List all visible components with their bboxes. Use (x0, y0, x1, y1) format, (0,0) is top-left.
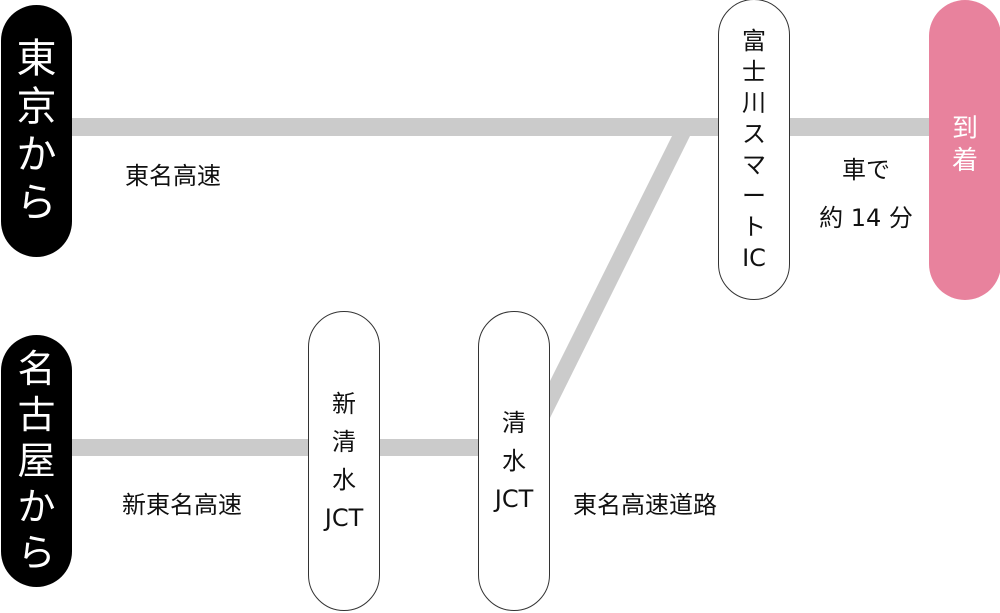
node-fujikawa-smart-ic-label: 富 士 川 ス マ ー ト IC (742, 26, 766, 272)
destination-label: 到 着 (951, 114, 978, 176)
node-shimizu-jct: 清 水 JCT (478, 311, 550, 611)
origin-nagoya: 名 古 屋 か ら (1, 335, 72, 587)
node-shin-shimizu-jct-label: 新 清 水 JCT (324, 390, 364, 532)
origin-tokyo-label: 東 京 か ら (16, 36, 57, 226)
road-line-tomei-top (70, 118, 932, 136)
road-label-tomei: 東名高速 (125, 162, 221, 190)
road-label-tomei-expressway: 東名高速道路 (573, 491, 717, 519)
road-line-shin-tomei (70, 439, 482, 456)
destination-arrival: 到 着 (929, 0, 1000, 300)
node-shin-shimizu-jct: 新 清 水 JCT (308, 311, 380, 611)
origin-nagoya-label: 名 古 屋 か ら (17, 347, 56, 575)
node-fujikawa-smart-ic: 富 士 川 ス マ ー ト IC (718, 0, 790, 300)
node-shimizu-jct-label: 清 水 JCT (494, 409, 534, 513)
road-label-shin-tomei: 新東名高速 (122, 491, 242, 519)
road-line-diagonal (549, 136, 690, 420)
drive-time-label: 車で 約 14 分 (819, 156, 913, 232)
origin-tokyo: 東 京 か ら (1, 5, 72, 257)
